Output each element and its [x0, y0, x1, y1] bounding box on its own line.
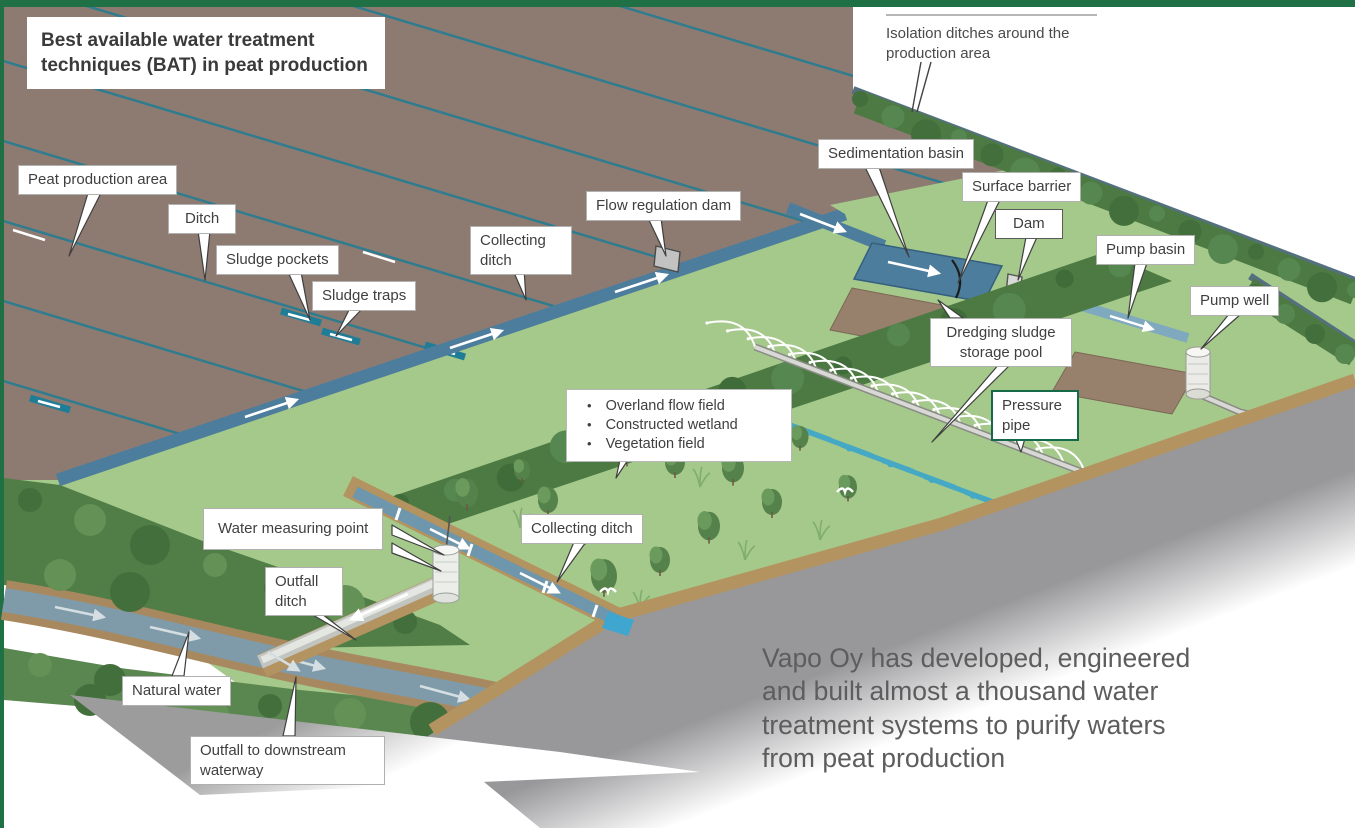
treatment-item-label: Overland flow field [605, 398, 725, 414]
bullet-icon: • [587, 436, 592, 452]
isolation-ditches-label: Isolation ditches around the production … [886, 25, 1070, 62]
top-frame-bar [0, 0, 1355, 7]
outlet-pool [602, 612, 634, 636]
sludge-traps-label: Sludge traps [312, 281, 417, 311]
water-measuring-point-leader [391, 524, 445, 556]
footer-text: Vapo Oy has developed, engineered and bu… [762, 643, 1191, 774]
flow-regulation-dam-structure [653, 245, 681, 273]
road [428, 386, 1355, 828]
ditch-label: Ditch [168, 204, 237, 234]
natural-water-label: Natural water [122, 676, 232, 706]
treatment-item: • Constructed wetland [573, 416, 785, 435]
dredging-pool-2 [1051, 351, 1196, 415]
sedimentation-basin-label: Sedimentation basin [818, 139, 974, 169]
road-tan-edge [428, 373, 1355, 736]
title-box: Best available water treatment technique… [27, 17, 385, 90]
surface-barrier-label: Surface barrier [962, 172, 1082, 202]
treatment-item: • Vegetation field [573, 435, 785, 454]
junction-arrow [267, 650, 301, 672]
outfall-ditch-label: Outfall ditch [265, 567, 343, 616]
ditch-dams [394, 507, 599, 618]
pressure-pipe-label: Pressure pipe [991, 390, 1079, 441]
collecting-ditch-upper-label: Collecting ditch [470, 226, 572, 275]
isolation-ditches-leader [911, 61, 932, 113]
treatment-item-label: Constructed wetland [605, 417, 738, 434]
bullet-icon: • [587, 398, 592, 413]
outfall-arrow [348, 592, 409, 622]
treatment-methods-box: • Overland flow field • Constructed wetlan… [566, 389, 792, 463]
peat-production-area-label: Peat production area [18, 165, 178, 195]
irrigation-pipe [754, 345, 1086, 475]
dredging-pool-label: Dredging sludge storage pool [930, 318, 1072, 367]
water-measuring-point-leader-2 [391, 542, 442, 572]
flow-arrows-upper [244, 271, 670, 419]
pump-well [1185, 346, 1211, 400]
treatment-item-label: Vegetation field [605, 436, 705, 453]
bullet-icon: • [587, 417, 592, 433]
lower-ditch-arrows [429, 527, 561, 594]
flow-regulation-dam-label: Flow regulation dam [586, 191, 742, 221]
water-measuring-point-label: Water measuring point [203, 508, 384, 550]
pump-basin-label: Pump basin [1096, 235, 1196, 265]
collecting-ditch-lower-label: Collecting ditch [521, 514, 643, 544]
sludge-pockets-label: Sludge pockets [216, 245, 339, 275]
basin-arrow [887, 260, 942, 278]
inlet-arrow [799, 212, 848, 234]
treatment-item: • Overland flow field [573, 397, 785, 416]
outfall-downstream-label: Outfall to downstream waterway [190, 736, 385, 785]
pump-well-label: Pump well [1190, 286, 1280, 316]
left-frame-bar [0, 0, 4, 828]
dam-label: Dam [995, 209, 1063, 239]
